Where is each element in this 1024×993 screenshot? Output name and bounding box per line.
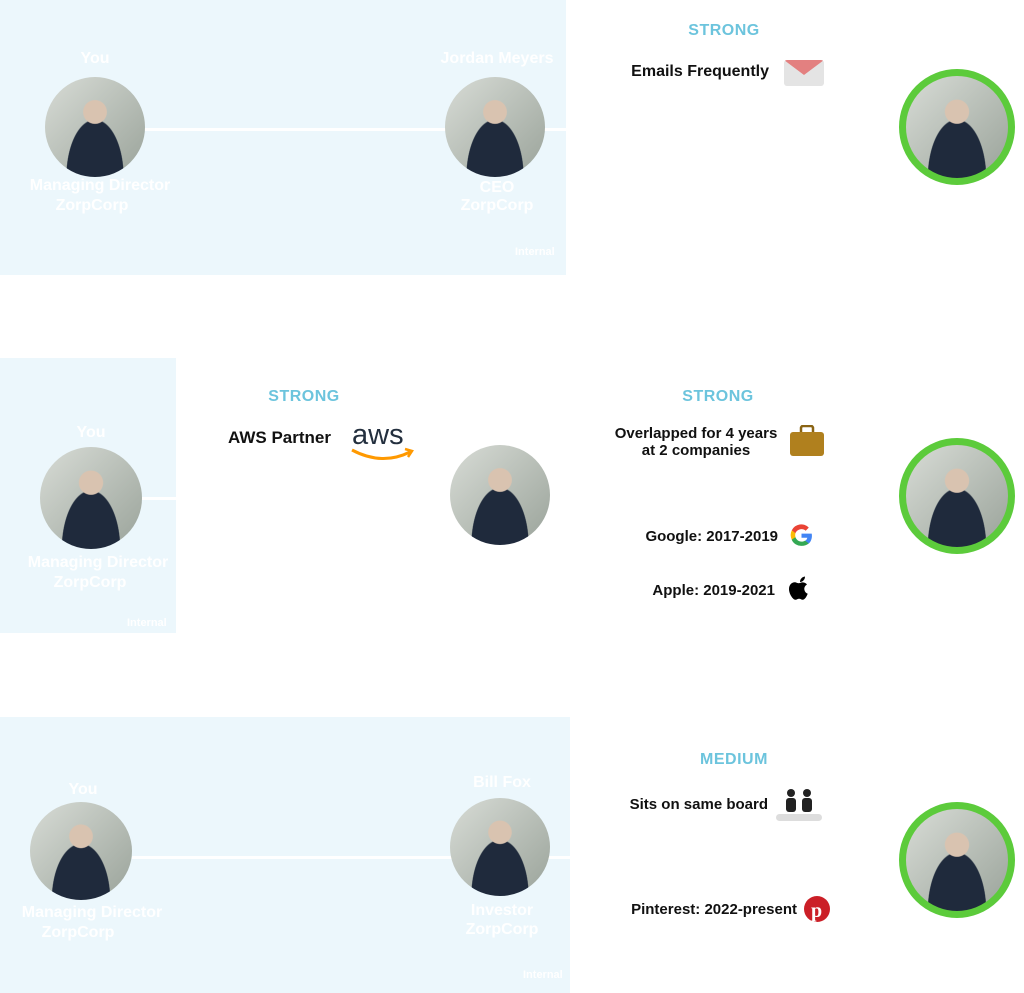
strength-label: MEDIUM [700,751,768,768]
you-company: ZorpCorp [53,574,127,591]
you-avatar[interactable] [30,802,132,900]
pinterest-icon: p [804,896,830,922]
strength-label: STRONG [268,388,340,405]
reason-text: Emails Frequently [631,63,769,80]
apple-icon [788,575,812,603]
you-title: Managing Director [21,904,163,921]
you-avatar[interactable] [40,447,142,549]
internal-tag: Internal [523,969,563,981]
contact-title: Investor [470,902,534,919]
intermediary-avatar[interactable] [450,445,550,545]
contact-company: ZorpCorp [465,921,539,938]
briefcase-icon [790,424,824,456]
you-company: ZorpCorp [41,924,115,941]
you-label: You [80,50,110,67]
contact-company: ZorpCorp [460,197,534,214]
internal-tag: Internal [127,617,167,629]
you-avatar[interactable] [45,77,145,177]
board-icon [776,788,822,822]
contact-avatar[interactable] [445,77,545,177]
strength-label: STRONG [682,388,754,405]
target-avatar[interactable] [899,802,1015,918]
detail-text: Pinterest: 2022-present [631,901,797,918]
you-title: Managing Director [27,554,169,571]
svg-text:aws: aws [352,419,404,451]
svg-text:p: p [811,900,822,922]
target-avatar[interactable] [899,438,1015,554]
target-avatar[interactable] [899,69,1015,185]
aws-logo: aws [350,418,414,464]
reason-text: Sits on same board [629,796,768,813]
you-company: ZorpCorp [55,197,129,214]
connection-line [142,497,176,500]
strength-label: STRONG [688,22,760,39]
you-title: Managing Director [29,177,171,194]
detail-text: Google: 2017-2019 [645,528,778,545]
reason-text: AWS Partner [228,428,331,447]
you-label: You [76,424,106,441]
contact-title: CEO [479,179,515,196]
contact-name: Jordan Meyers [440,50,554,67]
contact-avatar[interactable] [450,798,550,896]
contact-name: Bill Fox [473,774,531,791]
google-icon [789,523,814,548]
you-label: You [68,781,98,798]
connection-line [145,128,566,131]
detail-text: Apple: 2019-2021 [652,582,775,599]
envelope-icon [784,60,824,86]
connection-line [132,856,570,859]
reason-line-2: at 2 companies [641,442,751,459]
reason-line-1: Overlapped for 4 years [614,425,778,442]
internal-tag: Internal [515,246,555,258]
